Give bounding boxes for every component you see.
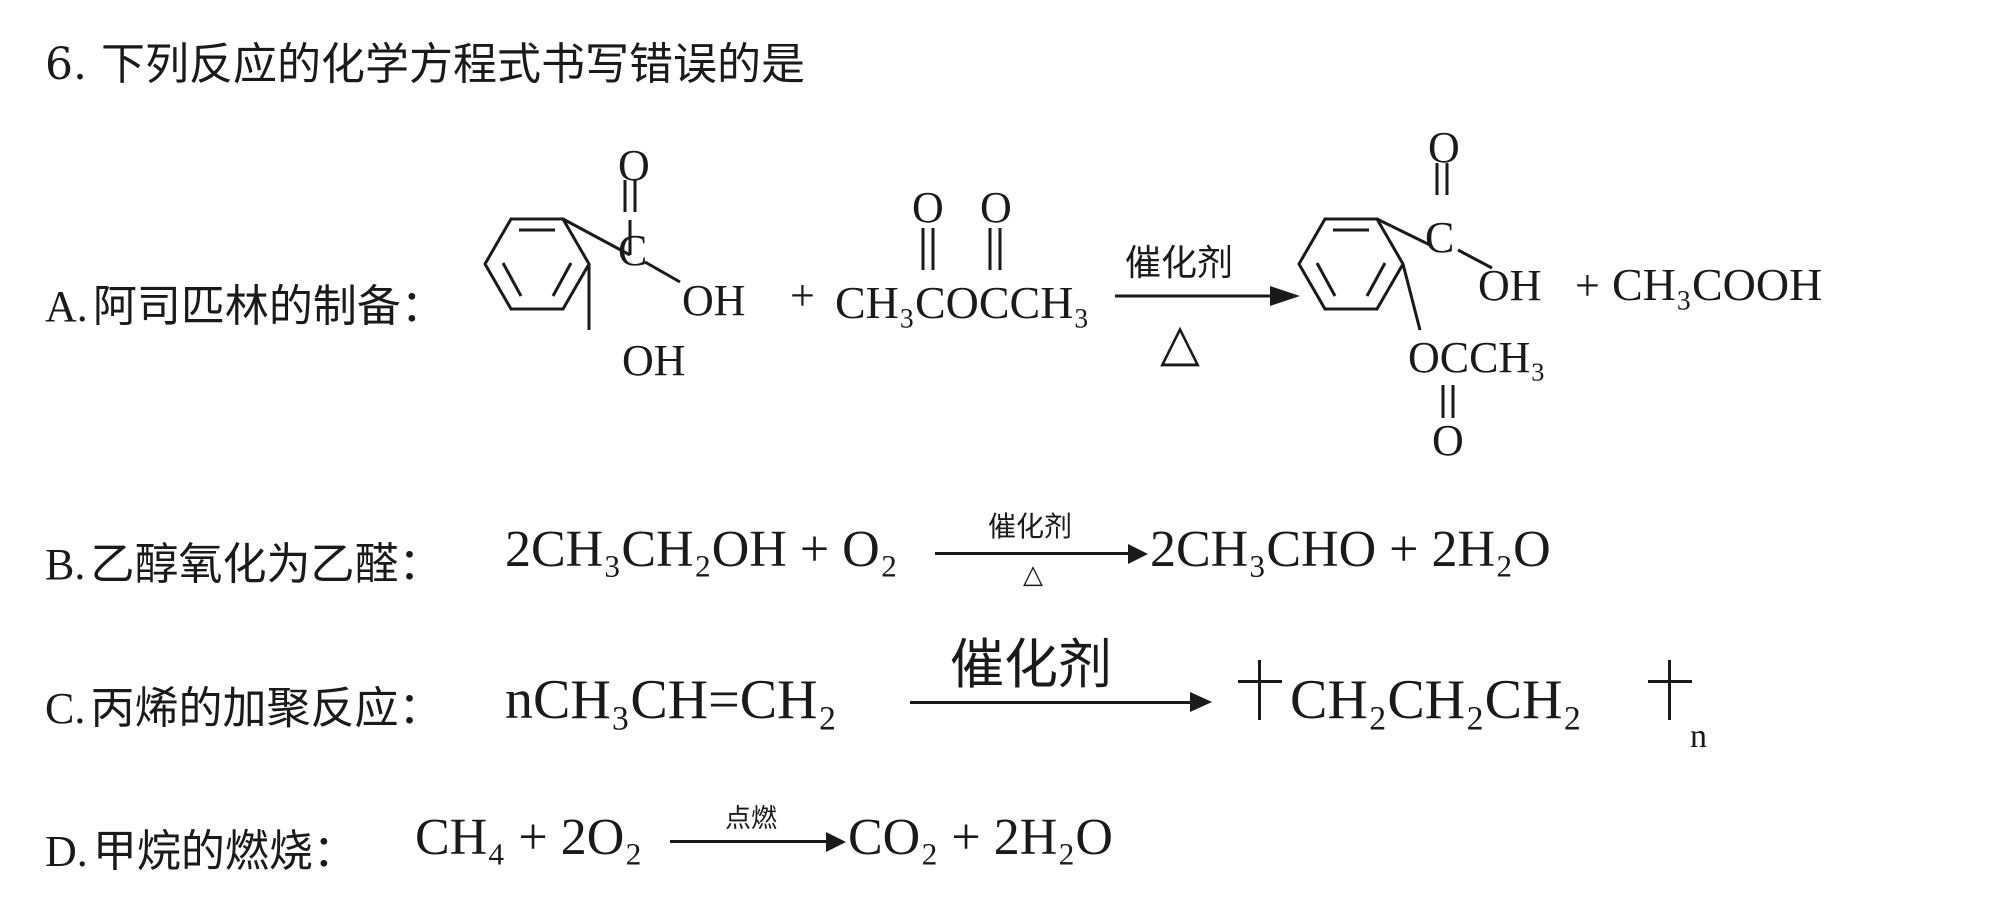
option-d-right: CO₂ + 2H₂O — [848, 809, 1113, 866]
salicylic-oh-acid: OH — [682, 276, 746, 325]
option-d-label-row: D. 甲烷的燃烧： — [45, 815, 357, 879]
salicylic-carbonyl-o: O — [618, 141, 650, 190]
option-a-label: 阿司匹林的制备： — [92, 281, 445, 332]
catalyst-b: 催化剂 — [988, 510, 1073, 543]
heat-symbol-b: △ — [1023, 560, 1043, 590]
question-text: 下列反应的化学方程式书写错误的是 — [100, 39, 805, 90]
question-title: 6. 下列反应的化学方程式书写错误的是 — [45, 28, 805, 92]
salicylic-oh-phenol: OH — [622, 336, 686, 385]
polymer-left-bracket — [1258, 660, 1261, 720]
question-number: 6. — [45, 39, 87, 90]
arrow-c-head — [1190, 692, 1212, 712]
arrow-c-line — [910, 701, 1195, 704]
anhydride-o1: O — [912, 183, 944, 232]
option-c-right: CH₂CH₂CH₂ — [1290, 669, 1582, 731]
arrow-d-line — [670, 840, 830, 843]
option-d-left: CH₄ + 2O₂ — [415, 809, 643, 866]
aspirin-structure — [1297, 163, 1493, 418]
benzene-ring-2 — [1297, 217, 1405, 311]
option-c-label: 丙烯的加聚反应： — [90, 683, 443, 734]
anhydride-formula: CH₃COCCH₃ — [835, 277, 1089, 328]
heat-symbol-a: △ — [1160, 313, 1200, 373]
option-b-letter: B. — [45, 540, 86, 589]
option-c-left: nCH₃CH=CH₂ — [505, 669, 838, 731]
condition-d: 点燃 — [725, 804, 778, 834]
polymer-subscript-n: n — [1690, 718, 1707, 755]
option-a-label-row: A. 阿司匹林的制备： — [45, 270, 445, 334]
option-a-letter: A. — [45, 282, 88, 331]
aspirin-carbon: C — [1425, 213, 1454, 262]
arrow-b-line — [935, 552, 1135, 555]
option-c-letter: C. — [45, 684, 86, 733]
acetic-acid: CH₃COOH — [1612, 259, 1822, 310]
anhydride-double-bonds — [921, 228, 1002, 270]
anhydride-o2: O — [980, 183, 1012, 232]
aspirin-oh: OH — [1478, 261, 1542, 310]
aspirin-carbonyl-o: O — [1428, 123, 1460, 172]
arrow-d-head — [826, 832, 846, 852]
aspirin-ester: OCCH₃ — [1408, 333, 1546, 382]
option-d-label: 甲烷的燃烧： — [92, 826, 357, 877]
arrow-a-head — [1270, 286, 1300, 306]
plus-sign-a1: + — [790, 271, 815, 320]
polymer-right-bracket — [1668, 660, 1671, 720]
catalyst-a: 催化剂 — [1125, 243, 1233, 284]
option-b-label-row: B. 乙醇氧化为乙醛： — [45, 528, 442, 592]
aspirin-ester-o: O — [1432, 416, 1464, 465]
option-b-left: 2CH₃CH₂OH + O₂ — [505, 521, 898, 578]
option-c-label-row: C. 丙烯的加聚反应： — [45, 672, 442, 736]
option-d-letter: D. — [45, 827, 88, 876]
salicylic-carbon: C — [618, 226, 647, 275]
arrow-b-head — [1128, 544, 1148, 564]
option-b-label: 乙醇氧化为乙醛： — [90, 539, 443, 590]
catalyst-c: 催化剂 — [950, 633, 1112, 696]
option-b-right: 2CH₃CHO + 2H₂O — [1150, 521, 1551, 578]
plus-sign-a2: + — [1575, 261, 1600, 310]
benzene-ring-1 — [483, 217, 591, 311]
salicylic-acid-structure — [483, 180, 681, 330]
